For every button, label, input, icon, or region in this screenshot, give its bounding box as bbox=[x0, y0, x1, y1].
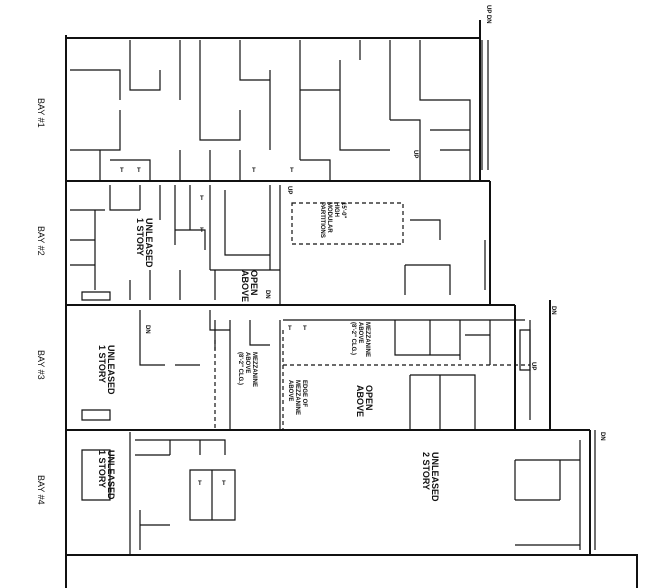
area-label-unleased-bay3: UNLEASED 1 STORY bbox=[97, 345, 116, 395]
svg-text:EDGE OF: EDGE OF bbox=[301, 380, 307, 407]
svg-text:MEZZANINE: MEZZANINE bbox=[251, 352, 257, 387]
svg-text:T: T bbox=[288, 326, 292, 332]
svg-text:T: T bbox=[120, 168, 124, 174]
area-label-partitions: 15'-0" HIGH MODULAR PARTITIONS bbox=[319, 202, 346, 238]
svg-text:T: T bbox=[222, 481, 226, 487]
svg-text:OPEN: OPEN bbox=[364, 385, 374, 411]
svg-text:ABOVE: ABOVE bbox=[287, 380, 293, 401]
svg-text:MEZZANINE: MEZZANINE bbox=[364, 322, 370, 357]
svg-text:ABOVE: ABOVE bbox=[355, 385, 365, 417]
svg-text:15'-0": 15'-0" bbox=[340, 202, 346, 218]
svg-text:T: T bbox=[290, 168, 294, 174]
stair-label-up: UP bbox=[412, 150, 418, 158]
svg-text:MODULAR: MODULAR bbox=[326, 202, 332, 233]
svg-text:ABOVE: ABOVE bbox=[357, 322, 363, 343]
svg-text:HIGH: HIGH bbox=[333, 202, 339, 217]
area-label-unleased-2story: UNLEASED 2 STORY bbox=[421, 452, 440, 502]
svg-text:PARTITIONS: PARTITIONS bbox=[319, 202, 325, 238]
restroom-marks: T T T T T T T T T T bbox=[120, 168, 307, 487]
stair-label-dn: DN bbox=[550, 306, 556, 315]
svg-text:(8'-2" CLG.): (8'-2" CLG.) bbox=[237, 352, 243, 385]
area-label-open-above-bay2: OPEN ABOVE bbox=[240, 270, 259, 302]
svg-text:T: T bbox=[303, 326, 307, 332]
svg-text:ABOVE: ABOVE bbox=[244, 352, 250, 373]
area-label-unleased-bay4: UNLEASED 1 STORY bbox=[97, 450, 116, 500]
svg-text:T: T bbox=[137, 168, 141, 174]
svg-text:T: T bbox=[200, 196, 204, 202]
area-label-open-above-bay3: OPEN ABOVE bbox=[355, 385, 374, 417]
svg-text:UNLEASED: UNLEASED bbox=[430, 452, 440, 502]
bay4-rooms bbox=[81, 430, 596, 555]
area-label-mezzanine-left: MEZZANINE ABOVE (8'-2" CLG.) bbox=[237, 352, 257, 387]
svg-text:1 STORY: 1 STORY bbox=[97, 345, 107, 383]
bay3-rooms bbox=[81, 310, 531, 430]
svg-text:MEZZANINE: MEZZANINE bbox=[294, 380, 300, 415]
svg-text:ABOVE: ABOVE bbox=[240, 270, 250, 302]
svg-text:UNLEASED: UNLEASED bbox=[144, 218, 154, 268]
bay2-rooms bbox=[70, 185, 486, 305]
svg-text:T: T bbox=[200, 228, 204, 234]
stair-label-dn: DN bbox=[599, 432, 605, 441]
svg-text:1 STORY: 1 STORY bbox=[97, 450, 107, 488]
svg-text:UNLEASED: UNLEASED bbox=[106, 450, 116, 500]
bay-label: BAY #3 bbox=[36, 350, 46, 380]
svg-text:(8'-2" CLG.): (8'-2" CLG.) bbox=[350, 322, 356, 355]
stair-label-dn: DN bbox=[264, 290, 270, 299]
svg-text:T: T bbox=[252, 168, 256, 174]
svg-text:2 STORY: 2 STORY bbox=[421, 452, 431, 490]
svg-text:1 STORY: 1 STORY bbox=[135, 218, 145, 256]
bay-label: BAY #2 bbox=[36, 226, 46, 256]
bay1-rooms bbox=[70, 40, 489, 181]
svg-text:UNLEASED: UNLEASED bbox=[106, 345, 116, 395]
stair-label-up: UP bbox=[286, 186, 292, 194]
svg-text:T: T bbox=[198, 481, 202, 487]
area-label-unleased-bay2: UNLEASED 1 STORY bbox=[135, 218, 154, 268]
svg-text:OPEN: OPEN bbox=[249, 270, 259, 296]
stair-label-up: UP bbox=[530, 362, 536, 370]
bay-label: BAY #4 bbox=[36, 475, 46, 505]
bay-dividers bbox=[66, 180, 590, 431]
area-label-mezzanine-right: MEZZANINE ABOVE (8'-2" CLG.) bbox=[350, 322, 370, 357]
stair-label-dn: DN bbox=[144, 325, 150, 334]
area-label-edge-of-mezzanine: EDGE OF MEZZANINE ABOVE bbox=[287, 380, 307, 415]
bay-label: BAY #1 bbox=[36, 98, 46, 128]
stair-label-up: UP DN bbox=[485, 5, 491, 24]
